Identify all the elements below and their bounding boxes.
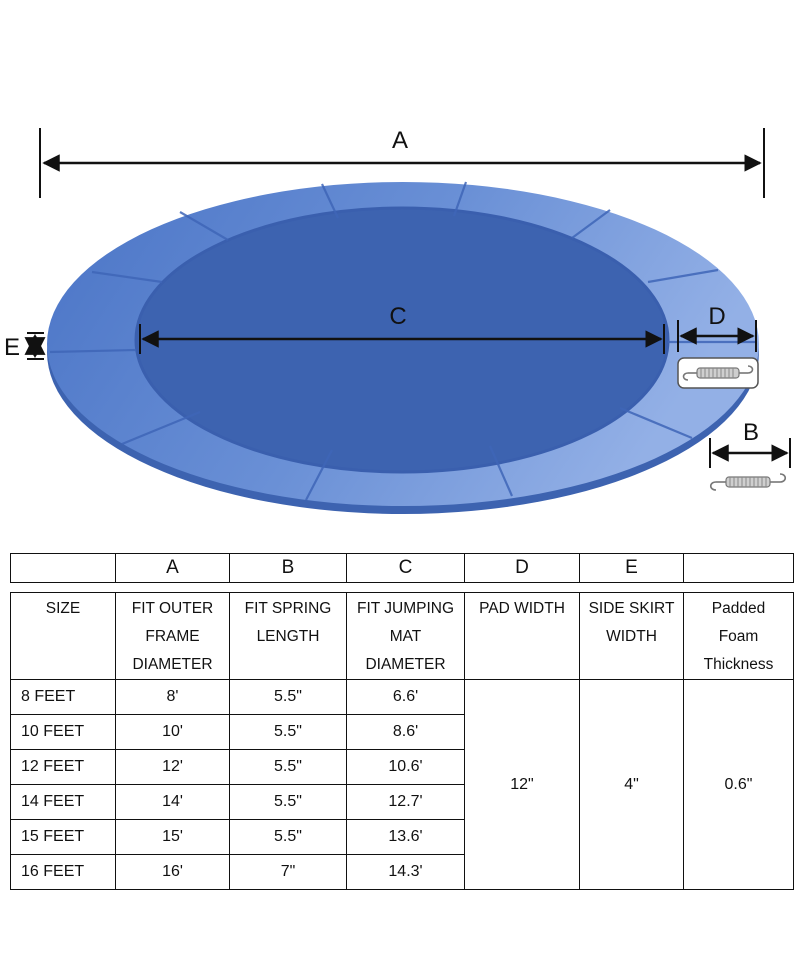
table-row: 10 FEET 10' 5.5" 8.6' [10,714,794,750]
cell-outer: 10' [115,714,230,750]
trampoline-pad-diagram: A C D E [4,127,791,514]
label-d: D [708,303,725,330]
cell-size: 14 FEET [10,784,116,820]
cell-mat: 10.6' [346,749,465,785]
dimension-a: A [39,127,765,198]
label-e: E [4,334,20,361]
dimension-letter-row: A B C D E [10,553,794,583]
cell-outer: 12' [115,749,230,785]
dimension-e: E [4,332,46,361]
cell-spring: 5.5" [229,819,347,855]
table-row: 8 FEET 8' 5.5" 6.6' 12" 4" 0.6" [10,679,794,890]
cell-size: 16 FEET [10,854,116,890]
cell-size: 12 FEET [10,749,116,785]
letter-cell [10,553,116,583]
table-row: 14 FEET 14' 5.5" 12.7' [10,784,794,820]
cell-spring: 5.5" [229,679,347,715]
cell-spring: 5.5" [229,749,347,785]
table-row: 15 FEET 15' 5.5" 13.6' [10,819,794,855]
letter-cell [683,553,794,583]
dimension-c: C [139,303,665,354]
cell-skirt-width: 4" [579,679,684,890]
cell-outer: 16' [115,854,230,890]
cell-spring: 5.5" [229,784,347,820]
cell-mat: 14.3' [346,854,465,890]
cell-size: 8 FEET [10,679,116,715]
pad-inner-edge [134,206,670,474]
letter-cell: C [346,553,465,583]
label-c: C [389,303,406,330]
dimension-d: D [677,303,757,352]
letter-cell: D [464,553,580,583]
letter-cell: A [115,553,230,583]
cell-outer: 15' [115,819,230,855]
cell-spring: 7" [229,854,347,890]
cell-spring: 5.5" [229,714,347,750]
label-b: B [743,419,759,446]
header-pad-width: PAD WIDTH [464,592,580,680]
cell-mat: 8.6' [346,714,465,750]
cell-size: 15 FEET [10,819,116,855]
dimension-b: B [709,419,791,468]
cell-outer: 14' [115,784,230,820]
cell-size: 10 FEET [10,714,116,750]
cell-outer: 8' [115,679,230,715]
spring-callout [677,357,759,389]
cell-mat: 6.6' [346,679,465,715]
spring-icon [709,473,787,491]
cell-mat: 12.7' [346,784,465,820]
pad-skirt [47,190,759,514]
letter-cell: E [579,553,684,583]
table-row: 16 FEET 16' 7" 14.3' [10,854,794,890]
header-size: SIZE [10,592,116,680]
cell-foam-thickness: 0.6" [683,679,794,890]
cell-pad-width: 12" [464,679,580,890]
letter-row: A B C D E [10,553,794,583]
letter-cell: B [229,553,347,583]
cell-mat: 13.6' [346,819,465,855]
label-a: A [392,127,408,154]
